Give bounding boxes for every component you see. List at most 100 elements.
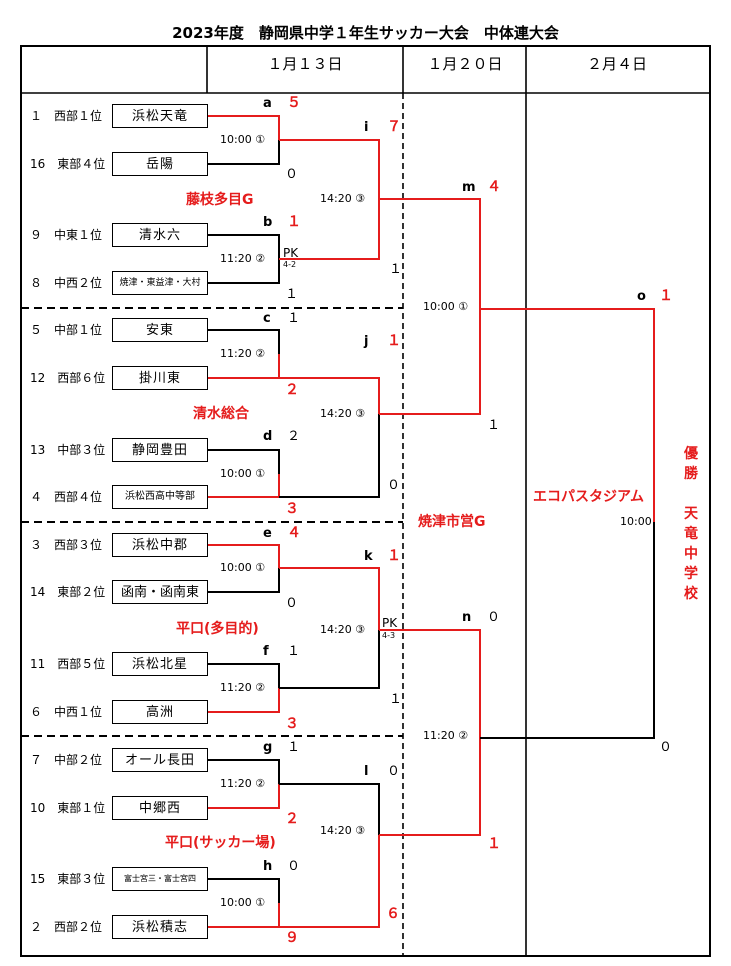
- header-date-2: １月２０日: [427, 55, 503, 73]
- match-label: c: [263, 311, 271, 326]
- team-name-box: 高洲: [112, 700, 208, 724]
- match-score: ５: [287, 95, 301, 111]
- match-score: １: [487, 836, 501, 852]
- match-score: １: [389, 692, 403, 707]
- match-score: ３: [285, 501, 299, 517]
- team-seed: 12 西部６位: [30, 371, 106, 385]
- match-label: h: [263, 859, 273, 874]
- match-score: ０: [387, 478, 401, 493]
- team-seed: 14 東部２位: [30, 585, 106, 599]
- venue-label: エコパスタジアム: [533, 489, 645, 505]
- match-label: m: [462, 180, 476, 195]
- match-score: ０: [387, 764, 401, 779]
- match-score: ３: [285, 716, 299, 732]
- match-time: 14:20 ③: [320, 824, 366, 837]
- match-time: 14:20 ③: [320, 192, 366, 205]
- match-score: ４: [287, 525, 301, 541]
- match-time: 10:00 ①: [220, 561, 266, 574]
- team-seed: 11 西部５位: [30, 657, 106, 671]
- team-seed: 13 中部３位: [30, 443, 106, 457]
- match-score: １: [659, 288, 673, 304]
- team-seed: ７ 中部２位: [30, 753, 103, 767]
- pk-score: 4-2: [283, 260, 297, 269]
- match-score: ７: [387, 119, 401, 135]
- match-label: l: [364, 764, 369, 779]
- team-seed: ２ 西部２位: [30, 920, 103, 934]
- pk-score: 4-3: [382, 631, 396, 640]
- match-score: １: [287, 311, 301, 326]
- venue-label: 焼津市営G: [418, 514, 486, 530]
- match-score: １: [487, 418, 501, 433]
- match-time: 10:00 ①: [220, 896, 266, 909]
- team-name-box: 浜松積志: [112, 915, 208, 939]
- match-score: １: [287, 214, 301, 230]
- venue-label: 清水総合: [193, 406, 249, 422]
- match-time: 11:20 ②: [220, 777, 266, 790]
- match-score: ９: [285, 930, 299, 946]
- match-label: e: [263, 526, 272, 541]
- match-time: 14:20 ③: [320, 623, 366, 636]
- match-time: 11:20 ②: [423, 729, 469, 742]
- team-seed: ４ 西部４位: [30, 490, 103, 504]
- team-name-box: 浜松天竜: [112, 104, 208, 128]
- match-time: 10:00: [620, 515, 652, 528]
- header-date-3: ２月４日: [586, 55, 647, 73]
- team-seed: ５ 中部１位: [30, 323, 103, 337]
- match-time: 10:00 ①: [220, 133, 266, 146]
- team-seed: 15 東部３位: [30, 872, 106, 886]
- page-title: 2023年度 静岡県中学１年生サッカー大会 中体連大会: [172, 24, 559, 42]
- team-name-box: 岳陽: [112, 152, 208, 176]
- match-score: １: [285, 287, 299, 302]
- team-name-box: 浜松北星: [112, 652, 208, 676]
- match-label: n: [462, 610, 472, 625]
- team-name-box: 清水六: [112, 223, 208, 247]
- match-score: ２: [287, 429, 301, 444]
- team-seed: １ 西部１位: [30, 109, 103, 123]
- match-time: 14:20 ③: [320, 407, 366, 420]
- match-time: 11:20 ②: [220, 347, 266, 360]
- team-name-box: 安東: [112, 318, 208, 342]
- team-seed: 10 東部１位: [30, 801, 106, 815]
- team-name-box: オール長田: [112, 748, 208, 772]
- match-label: a: [263, 96, 272, 111]
- winner-team: 天竜中学校: [684, 506, 698, 602]
- match-label: j: [364, 334, 369, 349]
- match-score: １: [389, 262, 403, 277]
- match-score: １: [387, 548, 401, 564]
- pk-label: PK: [382, 616, 398, 630]
- match-score: ０: [285, 596, 299, 611]
- team-seed: ３ 西部３位: [30, 538, 103, 552]
- venue-label: 平口(サッカー場): [165, 835, 276, 851]
- match-time: 10:00 ①: [220, 467, 266, 480]
- team-name-box: 函南・函南東: [112, 580, 208, 604]
- match-score: ０: [285, 167, 299, 182]
- match-label: i: [364, 120, 369, 135]
- match-score: ０: [487, 610, 501, 625]
- match-label: k: [364, 549, 373, 564]
- match-score: １: [287, 740, 301, 755]
- match-label: g: [263, 740, 273, 755]
- match-label: d: [263, 429, 273, 444]
- match-label: b: [263, 215, 273, 230]
- match-time: 11:20 ②: [220, 681, 266, 694]
- match-time: 11:20 ②: [220, 252, 266, 265]
- team-name-box: 焼津・東益津・大村: [112, 271, 208, 295]
- match-score: １: [387, 333, 401, 349]
- match-score: ４: [487, 179, 501, 195]
- match-score: ０: [287, 859, 301, 874]
- match-score: １: [287, 644, 301, 659]
- team-name-box: 浜松西高中等部: [112, 485, 208, 509]
- team-seed: ６ 中西１位: [30, 705, 103, 719]
- header-date-1: １月１３日: [267, 55, 343, 73]
- match-score: ２: [285, 382, 299, 398]
- match-label: f: [263, 644, 269, 659]
- team-seed: 16 東部４位: [30, 157, 106, 171]
- team-name-box: 静岡豊田: [112, 438, 208, 462]
- match-label: o: [637, 289, 646, 304]
- match-time: 10:00 ①: [423, 300, 469, 313]
- venue-label: 藤枝多目G: [186, 192, 254, 208]
- match-score: ２: [285, 811, 299, 827]
- team-name-box: 富士宮三・富士宮四: [112, 867, 208, 891]
- winner-heading: 優勝: [684, 446, 698, 482]
